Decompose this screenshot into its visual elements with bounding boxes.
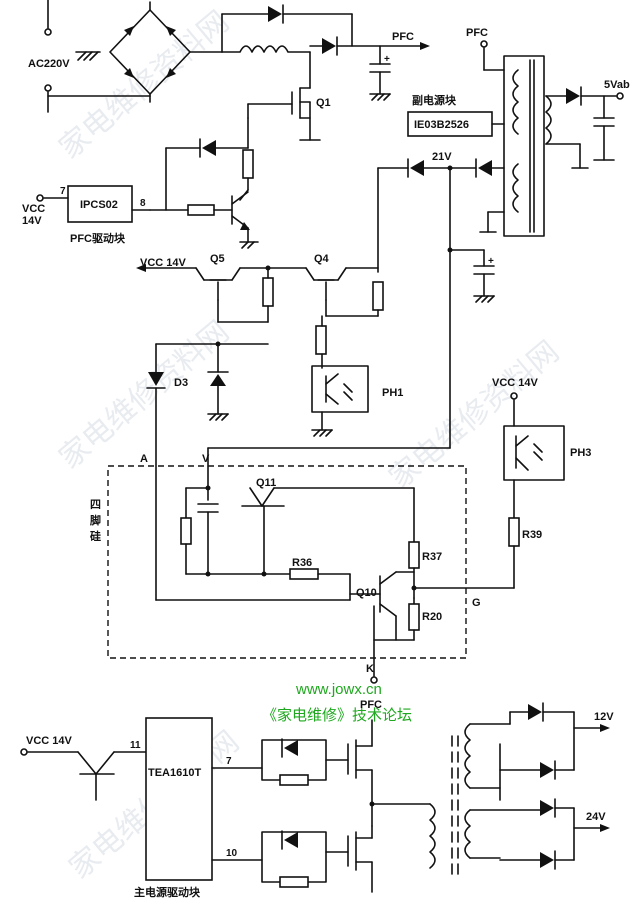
q1-label: Q1 [316,97,331,109]
vcc-14v-label: 14V [22,215,42,227]
pin-11-label: 11 [130,740,141,751]
site-name: 《家电维修》技术论坛 [262,707,412,724]
ph1-label: PH1 [382,387,403,399]
q4-label: Q4 [314,253,330,265]
main-ic [145,717,213,881]
aux-ic [407,111,493,137]
vcc14-bottom-label: VCC 14V [26,735,73,747]
ac-input-section: AC220V PFC + [28,0,430,113]
main-driver-label: 主电源驱动块 [134,885,201,899]
mosfet-q1: Q1 [247,51,331,141]
four-pin-thyristor-section: 四 脚 硅 A V Q11 R37 R36 [90,447,481,684]
four-pin-char-1: 四 [90,498,101,511]
main-driver-section: VCC 14V 11 TEA1610T 主电源驱动块 7 10 [20,717,431,899]
site-url: www.jowx.cn [295,681,382,698]
four-pin-char-2: 脚 [90,513,101,527]
optocoupler-ph3-section: VCC 14V PH3 R39 [413,377,591,589]
vcc14-ph3-label: VCC 14V [492,377,539,389]
pfc-input-label: PFC [466,27,488,39]
aux-ic-label: IE03B2526 [414,119,469,131]
q10-label: Q10 [356,587,377,599]
r37-label: R37 [422,551,442,563]
svg-text:+: + [488,256,494,267]
aux-power-section: PFC 5Vab 副电源块 IE03B2526 21V [377,27,630,449]
svg-text:+: + [384,54,390,65]
pin-7b-label: 7 [226,756,232,767]
q11-label: Q11 [256,477,276,489]
site-caption: www.jowx.cn 《家电维修》技术论坛 PFC [262,681,412,724]
main-transformer-section: 12V 24V [429,702,614,881]
optocoupler-ph3 [503,425,565,481]
ac-voltage-label: AC220V [28,58,70,70]
q5-label: Q5 [210,253,225,265]
vcc14-arrow-label: VCC 14V [140,257,187,269]
node-a-label: A [140,453,148,465]
node-g-label: G [472,597,481,609]
pfc-ic-label: IPCS02 [80,199,118,211]
r20-label: R20 [422,611,442,623]
pfc-driver-section: IPCS02 8 7 VCC 14V PFC驱动块 [22,117,259,249]
main-ic-label: TEA1610T [148,767,201,779]
pfc-bottom-label: PFC [360,699,382,711]
pin-8-label: 8 [140,198,146,209]
pfc-driver-label: PFC驱动块 [70,231,126,245]
r36-label: R36 [292,557,312,569]
regulator-section: VCC 14V Q5 Q4 [136,253,403,601]
node-v-label: V [202,453,210,465]
vcc-label: VCC [22,203,45,215]
optocoupler-ph1 [311,365,369,413]
node-k-label: K [366,663,374,675]
output-24v-label: 24V [586,811,606,823]
pin-7-label: 7 [60,186,66,197]
ph3-label: PH3 [570,447,591,459]
r39-label: R39 [522,529,542,541]
watermark-text: 家电维修资料网 [383,334,566,496]
output-5v-label: 5Vab [604,79,630,91]
output-12v-label: 12V [594,711,614,723]
pin-10-label: 10 [226,848,238,859]
aux-block-title: 副电源块 [412,93,457,107]
pfc-ic [67,185,133,223]
d3-label: D3 [174,377,188,389]
pfc-output-label: PFC [392,31,414,43]
v21-label: 21V [432,151,452,163]
four-pin-char-3: 硅 [90,529,101,543]
watermark-text: 家电维修资料网 [53,4,236,166]
